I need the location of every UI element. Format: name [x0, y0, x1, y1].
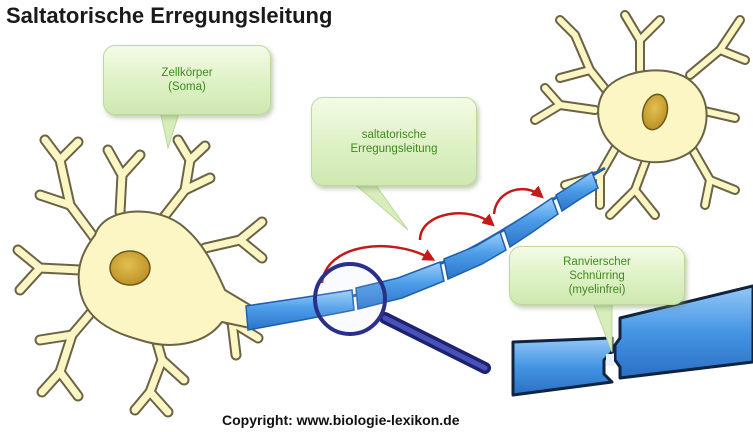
- jump-arrow: [420, 213, 492, 240]
- callout-soma: Zellkörper (Soma): [103, 45, 271, 115]
- callout-soma-line1: Zellkörper: [161, 66, 212, 80]
- copyright-notice: Copyright: www.biologie-lexikon.de: [222, 412, 460, 428]
- left-neuron: [18, 140, 262, 412]
- myelin-segment: [504, 198, 558, 247]
- zoom-myelin-left: [513, 338, 612, 395]
- myelin-segment: [444, 232, 506, 279]
- callout-saltatory: saltatorische Erregungsleitung: [311, 97, 477, 186]
- left-nucleus: [110, 251, 150, 285]
- callout-saltatory-line1: saltatorische: [362, 128, 427, 142]
- right-neuron: [535, 15, 745, 215]
- callout-soma-line2: (Soma): [168, 80, 206, 94]
- callout-ranvier-line1: Ranvierscher: [563, 255, 631, 269]
- zoom-node-gap: [606, 354, 614, 366]
- callout-saltatory-line2: Erregungsleitung: [351, 142, 438, 156]
- diagram-title: Saltatorische Erregungsleitung: [6, 3, 332, 29]
- callout-ranvier-line2: Schnürring: [569, 269, 625, 283]
- callout-ranvier: Ranvierscher Schnürring (myelinfrei): [509, 246, 685, 305]
- callout-ranvier-line3: (myelinfrei): [569, 283, 626, 297]
